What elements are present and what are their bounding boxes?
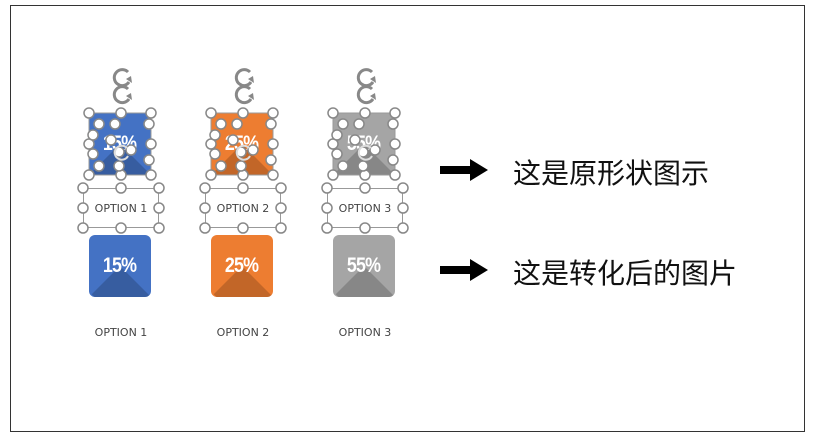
resize-handle-icon[interactable] [205, 107, 217, 119]
resize-handle-icon[interactable] [397, 202, 409, 214]
rotate-handle-icon[interactable] [235, 144, 251, 161]
resize-handle-icon[interactable] [205, 169, 217, 181]
resize-handle-icon[interactable] [209, 129, 221, 141]
converted-image-tile[interactable]: 25% [211, 235, 273, 297]
resize-handle-icon[interactable] [327, 107, 339, 119]
resize-handle-icon[interactable] [113, 160, 125, 172]
resize-handle-icon[interactable] [215, 118, 227, 130]
resize-handle-icon[interactable] [247, 144, 259, 156]
resize-handle-icon[interactable] [331, 129, 343, 141]
caption-converted-image: 这是转化后的图片 [513, 257, 738, 290]
resize-handle-icon[interactable] [209, 148, 221, 160]
option-label-shape: OPTION 3 [338, 202, 392, 215]
resize-handle-icon[interactable] [237, 182, 249, 194]
caption-original-shape: 这是原形状图示 [513, 157, 710, 190]
resize-handle-icon[interactable] [87, 129, 99, 141]
resize-handle-icon[interactable] [327, 169, 339, 181]
resize-handle-icon[interactable] [153, 202, 165, 214]
resize-handle-icon[interactable] [349, 134, 361, 146]
rotate-handle-icon[interactable] [112, 85, 132, 105]
converted-image-tile[interactable]: 15% [89, 235, 151, 297]
resize-handle-icon[interactable] [267, 138, 279, 150]
image-value: 15% [103, 254, 137, 277]
resize-handle-icon[interactable] [359, 182, 371, 194]
resize-handle-icon[interactable] [321, 222, 333, 234]
resize-handle-icon[interactable] [153, 222, 165, 234]
resize-handle-icon[interactable] [389, 169, 401, 181]
rotate-handle-icon[interactable] [113, 144, 129, 161]
slide-frame [10, 5, 805, 432]
option-label-image: OPTION 2 [216, 326, 270, 339]
resize-handle-icon[interactable] [227, 134, 239, 146]
resize-handle-icon[interactable] [153, 182, 165, 194]
resize-handle-icon[interactable] [231, 118, 243, 130]
resize-handle-icon[interactable] [337, 118, 349, 130]
resize-handle-icon[interactable] [145, 169, 157, 181]
resize-handle-icon[interactable] [83, 169, 95, 181]
resize-handle-icon[interactable] [115, 222, 127, 234]
image-value: 25% [225, 254, 259, 277]
right-arrow-icon [440, 259, 488, 281]
resize-handle-icon[interactable] [389, 107, 401, 119]
resize-handle-icon[interactable] [357, 160, 369, 172]
resize-handle-icon[interactable] [145, 138, 157, 150]
rotate-handle-icon[interactable] [234, 85, 254, 105]
resize-handle-icon[interactable] [275, 202, 287, 214]
option-label-image: OPTION 1 [94, 326, 148, 339]
resize-handle-icon[interactable] [397, 182, 409, 194]
rotate-handle-icon[interactable] [357, 144, 373, 161]
resize-handle-icon[interactable] [387, 154, 399, 166]
image-value: 55% [347, 254, 381, 277]
resize-handle-icon[interactable] [237, 107, 249, 119]
resize-handle-icon[interactable] [267, 169, 279, 181]
resize-handle-icon[interactable] [199, 202, 211, 214]
resize-handle-icon[interactable] [265, 118, 277, 130]
resize-handle-icon[interactable] [235, 160, 247, 172]
option-label-image: OPTION 3 [338, 326, 392, 339]
resize-handle-icon[interactable] [115, 182, 127, 194]
converted-image-tile[interactable]: 55% [333, 235, 395, 297]
resize-handle-icon[interactable] [387, 118, 399, 130]
resize-handle-icon[interactable] [143, 154, 155, 166]
resize-handle-icon[interactable] [369, 144, 381, 156]
resize-handle-icon[interactable] [125, 144, 137, 156]
resize-handle-icon[interactable] [389, 138, 401, 150]
resize-handle-icon[interactable] [77, 202, 89, 214]
resize-handle-icon[interactable] [337, 160, 349, 172]
resize-handle-icon[interactable] [87, 148, 99, 160]
resize-handle-icon[interactable] [93, 118, 105, 130]
right-arrow-icon [440, 159, 488, 181]
resize-handle-icon[interactable] [199, 222, 211, 234]
resize-handle-icon[interactable] [109, 118, 121, 130]
resize-handle-icon[interactable] [77, 182, 89, 194]
resize-handle-icon[interactable] [265, 154, 277, 166]
resize-handle-icon[interactable] [83, 107, 95, 119]
resize-handle-icon[interactable] [321, 182, 333, 194]
rotate-handle-icon[interactable] [234, 68, 254, 88]
resize-handle-icon[interactable] [331, 148, 343, 160]
resize-handle-icon[interactable] [115, 107, 127, 119]
rotate-handle-icon[interactable] [356, 85, 376, 105]
resize-handle-icon[interactable] [275, 222, 287, 234]
resize-handle-icon[interactable] [215, 160, 227, 172]
resize-handle-icon[interactable] [275, 182, 287, 194]
resize-handle-icon[interactable] [199, 182, 211, 194]
option-label-shape: OPTION 1 [94, 202, 148, 215]
resize-handle-icon[interactable] [359, 222, 371, 234]
resize-handle-icon[interactable] [397, 222, 409, 234]
resize-handle-icon[interactable] [353, 118, 365, 130]
resize-handle-icon[interactable] [321, 202, 333, 214]
resize-handle-icon[interactable] [143, 118, 155, 130]
resize-handle-icon[interactable] [359, 107, 371, 119]
resize-handle-icon[interactable] [145, 107, 157, 119]
resize-handle-icon[interactable] [105, 134, 117, 146]
resize-handle-icon[interactable] [237, 222, 249, 234]
option-label-shape: OPTION 2 [216, 202, 270, 215]
resize-handle-icon[interactable] [77, 222, 89, 234]
resize-handle-icon[interactable] [93, 160, 105, 172]
rotate-handle-icon[interactable] [356, 68, 376, 88]
rotate-handle-icon[interactable] [112, 68, 132, 88]
resize-handle-icon[interactable] [267, 107, 279, 119]
